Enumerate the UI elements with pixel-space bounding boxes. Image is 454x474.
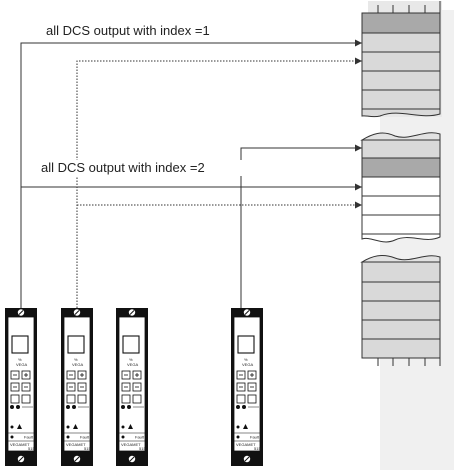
connection-solid-top bbox=[20, 39, 362, 308]
module-fault: Fault bbox=[80, 435, 90, 440]
vegamet-module-2: % VEGA Fault VEGAMET 515 bbox=[60, 307, 94, 467]
label-bg-index1 bbox=[40, 23, 264, 39]
module-brand: VEGAMET bbox=[236, 442, 256, 447]
module-fault: Fault bbox=[250, 435, 260, 440]
connection-solid-right bbox=[240, 144, 362, 308]
module-unit: % bbox=[244, 357, 248, 362]
connections bbox=[20, 39, 362, 308]
module-model: 515 bbox=[139, 446, 146, 451]
module-fault: Fault bbox=[24, 435, 34, 440]
vegamet-module-1: % VEGA Fault VEGAMET 515 bbox=[4, 307, 38, 467]
module-brand: VEGAMET bbox=[10, 442, 30, 447]
connection-dotted-top bbox=[76, 57, 362, 308]
label-index-1: all DCS output with index =1 bbox=[46, 23, 210, 38]
module-model: 515 bbox=[84, 446, 91, 451]
vegamet-module-3: % VEGA Fault VEGAMET 515 bbox=[115, 307, 149, 467]
module-unit: % bbox=[18, 357, 22, 362]
module-unit: % bbox=[129, 357, 133, 362]
module-unit: % bbox=[74, 357, 78, 362]
register-block-middle bbox=[360, 132, 441, 243]
register-block-bottom bbox=[360, 254, 441, 366]
register-block-top bbox=[361, 1, 442, 118]
module-model: 515 bbox=[28, 446, 35, 451]
vegamet-module-4: % VEGA Fault VEGAMET 515 bbox=[230, 307, 264, 467]
module-fault: Fault bbox=[135, 435, 145, 440]
module-brand: VEGAMET bbox=[66, 442, 86, 447]
module-brand: VEGAMET bbox=[121, 442, 141, 447]
label-bg-index2 bbox=[36, 160, 264, 176]
module-caption: VEGA bbox=[16, 362, 27, 367]
module-caption: VEGA bbox=[127, 362, 138, 367]
module-model: 515 bbox=[254, 446, 261, 451]
module-caption: VEGA bbox=[242, 362, 253, 367]
label-index-2: all DCS output with index =2 bbox=[41, 160, 205, 175]
module-caption: VEGA bbox=[72, 362, 83, 367]
